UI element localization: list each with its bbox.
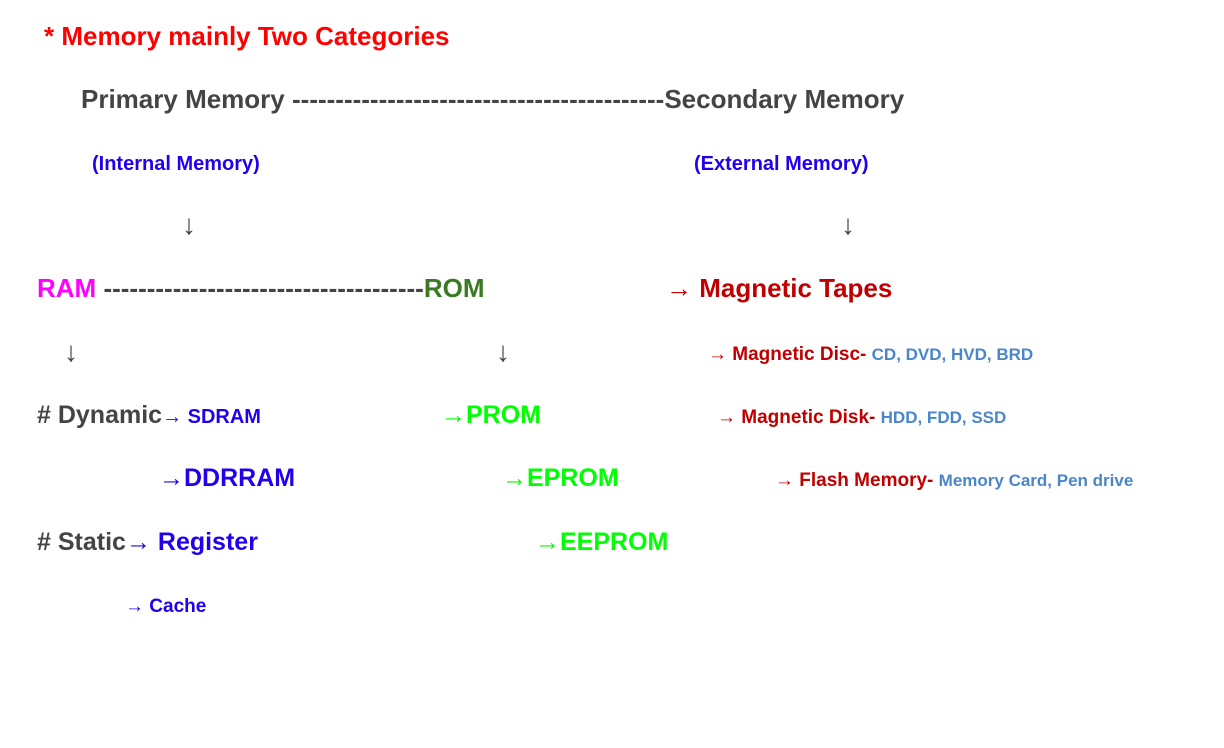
rom-label: ROM bbox=[423, 273, 485, 303]
down-arrow-icon: ↓ bbox=[182, 209, 196, 240]
primary-memory-label: Primary Memory bbox=[81, 84, 285, 114]
sdram-item: → SDRAM bbox=[162, 406, 261, 428]
ram-rom-connector: ------------------------------------- bbox=[103, 273, 424, 303]
down-arrow-icon: ↓ bbox=[496, 336, 510, 367]
secondary-item-magnetic-disk: → Magnetic Disk- HDD, FDD, SSD bbox=[717, 407, 1007, 428]
dynamic-ram-row: # Dynamic→ SDRAM bbox=[37, 403, 261, 428]
secondary-item-magnetic-disc: → Magnetic Disc- CD, DVD, HVD, BRD bbox=[708, 344, 1034, 365]
right-arrow-icon: → bbox=[775, 470, 794, 491]
examples-text: CD, DVD, HVD, BRD bbox=[871, 345, 1034, 364]
secondary-item-flash-memory: → Flash Memory- Memory Card, Pen drive bbox=[775, 470, 1134, 491]
down-arrow-icon: ↓ bbox=[841, 209, 855, 240]
diagram-title: * Memory mainly Two Categories bbox=[44, 21, 450, 51]
internal-memory-label: (Internal Memory) bbox=[92, 153, 260, 175]
secondary-item-magnetic-tapes: → Magnetic Tapes bbox=[666, 273, 893, 303]
ram-rom-row: RAM ------------------------------------… bbox=[37, 275, 484, 301]
secondary-memory-label: Secondary Memory bbox=[664, 84, 905, 114]
examples-text: Memory Card, Pen drive bbox=[938, 471, 1134, 490]
examples-text: HDD, FDD, SSD bbox=[880, 408, 1007, 427]
eeprom-item: →EEPROM bbox=[535, 528, 669, 556]
static-label: # Static bbox=[37, 528, 126, 556]
prom-item: →PROM bbox=[441, 401, 541, 429]
right-arrow-icon: → bbox=[666, 273, 692, 303]
right-arrow-icon: → bbox=[717, 407, 736, 428]
dynamic-label: # Dynamic bbox=[37, 401, 163, 429]
eprom-item: →EPROM bbox=[502, 464, 619, 492]
ddrram-item: →DDRRAM bbox=[159, 464, 296, 492]
external-memory-label: (External Memory) bbox=[694, 153, 869, 175]
register-item: → Register bbox=[125, 528, 258, 556]
right-arrow-icon: → bbox=[708, 344, 727, 365]
static-ram-row: # Static→ Register bbox=[37, 530, 258, 555]
primary-memory-row: Primary Memory -------------------------… bbox=[81, 86, 904, 112]
primary-secondary-connector: ----------------------------------------… bbox=[292, 84, 665, 114]
down-arrow-icon: ↓ bbox=[64, 336, 78, 367]
cache-item: → Cache bbox=[125, 596, 207, 617]
ram-label: RAM bbox=[37, 273, 97, 303]
